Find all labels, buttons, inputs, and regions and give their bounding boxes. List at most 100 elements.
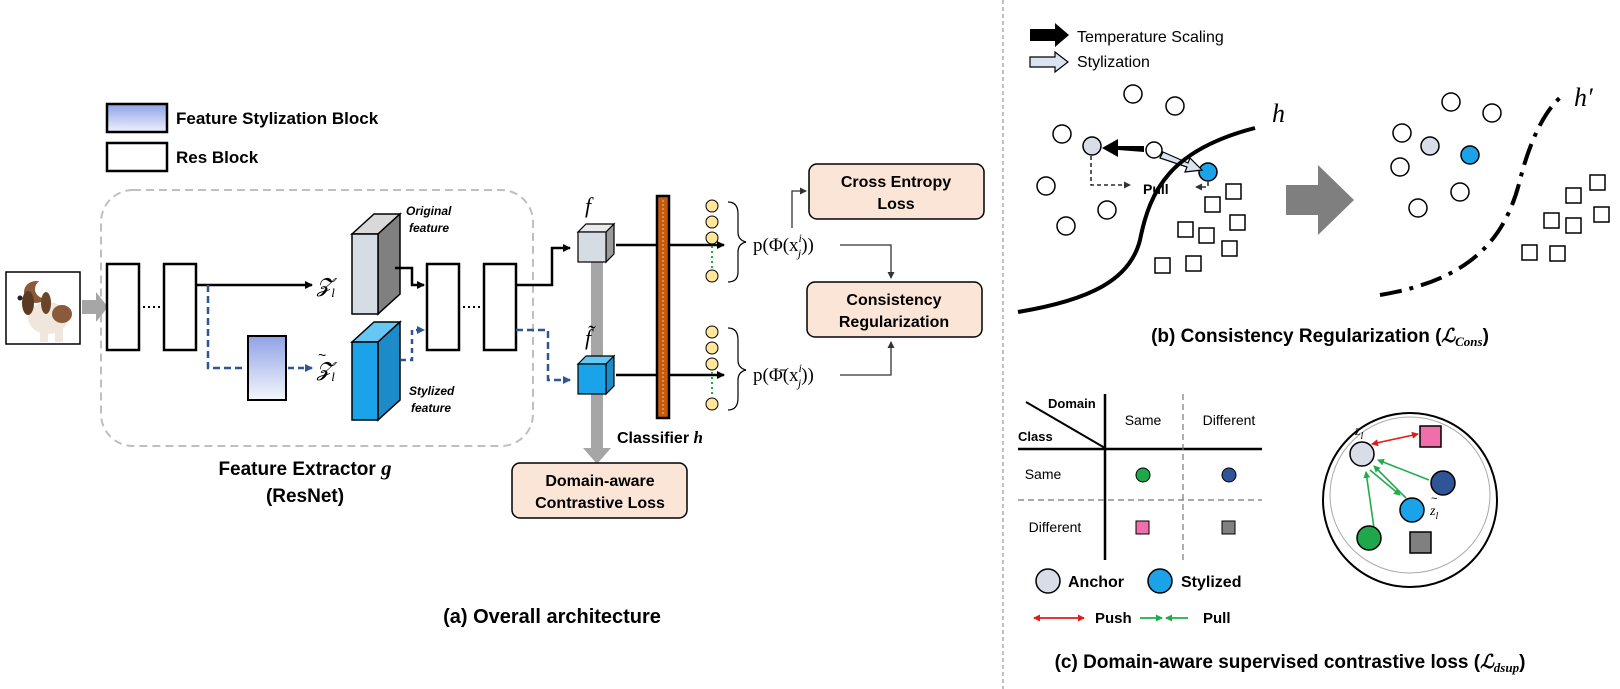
- z-l-stylized-tilde: ~: [1431, 493, 1437, 505]
- legend-resblock-swatch: [105, 141, 169, 173]
- res-block-1: [105, 262, 141, 352]
- stylized-circle-b: [1198, 162, 1218, 182]
- f-tilde-cube: [576, 354, 616, 396]
- table-col-different: Different: [1203, 412, 1256, 428]
- cell-diff-diff: [1221, 520, 1236, 535]
- res-block-3: [425, 262, 461, 352]
- f-label: f: [585, 193, 594, 218]
- class-squares-right: [1521, 174, 1610, 262]
- legend-anchor-circle: [1035, 568, 1061, 594]
- anchor-circle-sphere: [1349, 441, 1375, 467]
- input-dog-image: [5, 271, 81, 345]
- z-original-label: 𝓩l: [316, 275, 337, 300]
- pull-arrow-left: [1090, 156, 1131, 189]
- decision-boundary-h-prime: [1379, 94, 1564, 297]
- stylized-feature-label-2: feature: [411, 401, 451, 415]
- gray-square-sphere: [1409, 531, 1432, 554]
- original-to-res-arrow: [395, 266, 425, 289]
- original-feature-label-1: Original: [406, 204, 452, 218]
- class-squares-left: [1154, 183, 1246, 274]
- legend-temperature-arrow: [1030, 23, 1069, 47]
- pull-arrow-right: [1195, 182, 1209, 191]
- legend-anchor-label: Anchor: [1068, 574, 1124, 591]
- anchor-circle-b: [1082, 136, 1102, 156]
- legend-stylization-label: Feature Stylization Block: [176, 109, 379, 128]
- stylized-circle-b-right: [1460, 145, 1480, 165]
- f-cube: [576, 222, 616, 264]
- legend-stylization-label: Stylization: [1077, 54, 1150, 71]
- contrastive-label-2: Contrastive Loss: [535, 495, 665, 512]
- caption-a: (a) Overall architecture: [443, 606, 661, 628]
- input-arrow: [82, 292, 108, 322]
- styl-to-consistency-arrow: [840, 341, 895, 376]
- cell-same-diff: [1221, 467, 1237, 483]
- feature-extractor-subtitle: (ResNet): [266, 486, 344, 507]
- legend-stylized-label: Stylized: [1181, 574, 1241, 591]
- res-block-2: [162, 262, 198, 352]
- h-prime-label: h′: [1574, 83, 1593, 112]
- res-block-4: [482, 262, 518, 352]
- contrastive-loss-box: [511, 462, 688, 519]
- anchor-circle-b-right: [1420, 136, 1440, 156]
- pull-arrow-sphere-4: [1369, 469, 1401, 496]
- cross-entropy-loss-box: [808, 163, 985, 220]
- stylized-branch-path: [206, 285, 246, 370]
- table-row-different: Different: [1029, 519, 1082, 535]
- consistency-label-2: Regularization: [839, 314, 949, 331]
- classifier-bar: [655, 194, 671, 420]
- pink-square-sphere: [1419, 425, 1442, 448]
- legend-temperature-label: Temperature Scaling: [1077, 29, 1224, 46]
- legend-stylized-circle: [1147, 568, 1173, 594]
- stylized-feature-cube: [350, 320, 402, 422]
- stylized-circle-sphere: [1399, 497, 1425, 523]
- stylized-to-res-arrow: [401, 326, 425, 362]
- darkblue-circle-sphere: [1430, 470, 1456, 496]
- hypersphere-inner: [1329, 416, 1491, 574]
- feature-extractor-region: [100, 189, 534, 447]
- brace-original: [727, 201, 747, 283]
- table-diagonal: [1025, 401, 1106, 449]
- legend-pull-label: Pull: [1203, 610, 1231, 627]
- original-circle-b: [1145, 141, 1163, 159]
- to-f-arrow: [516, 244, 571, 287]
- classifier-label: Classifier h: [617, 428, 703, 447]
- legend-stylization-swatch: [105, 102, 169, 134]
- stylized-feature-label-1: Stylized: [409, 384, 455, 398]
- green-circle-sphere: [1356, 525, 1382, 551]
- f-tilde-label: f̃: [585, 325, 596, 350]
- cell-same-same: [1135, 467, 1151, 483]
- original-feature-label-2: feature: [409, 221, 449, 235]
- to-f-tilde-arrow: [516, 328, 571, 384]
- class-circles-right: [1390, 92, 1502, 218]
- feature-stylization-block: [247, 335, 287, 401]
- contrastive-label-1: Domain-aware: [545, 473, 654, 490]
- z-l-label-stylized: zl: [1429, 504, 1438, 522]
- z-l-label-anchor: zl: [1354, 424, 1363, 442]
- transition-arrow: [1286, 165, 1354, 235]
- ce-loss-label-1: Cross Entropy: [841, 174, 951, 191]
- legend-resblock-label: Res Block: [176, 148, 259, 167]
- pull-arrow-sphere-3: [1363, 471, 1375, 529]
- table-col-same: Same: [1125, 412, 1162, 428]
- output-dots-original: [705, 199, 719, 283]
- decision-boundary-h: [1017, 126, 1256, 314]
- table-domain-label: Domain: [1048, 396, 1096, 411]
- pull-arrow-sphere-1: [1377, 458, 1430, 481]
- consistency-regularization-box: [806, 281, 983, 338]
- ce-loss-label-2: Loss: [877, 196, 914, 213]
- original-feature-cube: [350, 212, 402, 316]
- push-arrow-sphere: [1371, 431, 1419, 447]
- cell-diff-same: [1135, 520, 1150, 535]
- temperature-scaling-arrow: [1102, 139, 1144, 157]
- to-ce-arrow: [791, 187, 807, 228]
- caption-b: (b) Consistency Regularization (ℒCons): [1151, 326, 1489, 349]
- caption-c: (c) Domain-aware supervised contrastive …: [1055, 652, 1526, 675]
- legend-push-label: Push: [1095, 610, 1132, 627]
- legend-stylization-arrow: [1029, 50, 1069, 74]
- class-circles-left: [1036, 84, 1185, 236]
- feature-extractor-title: Feature Extractor g: [218, 456, 391, 480]
- orig-to-consistency-arrow: [840, 244, 895, 279]
